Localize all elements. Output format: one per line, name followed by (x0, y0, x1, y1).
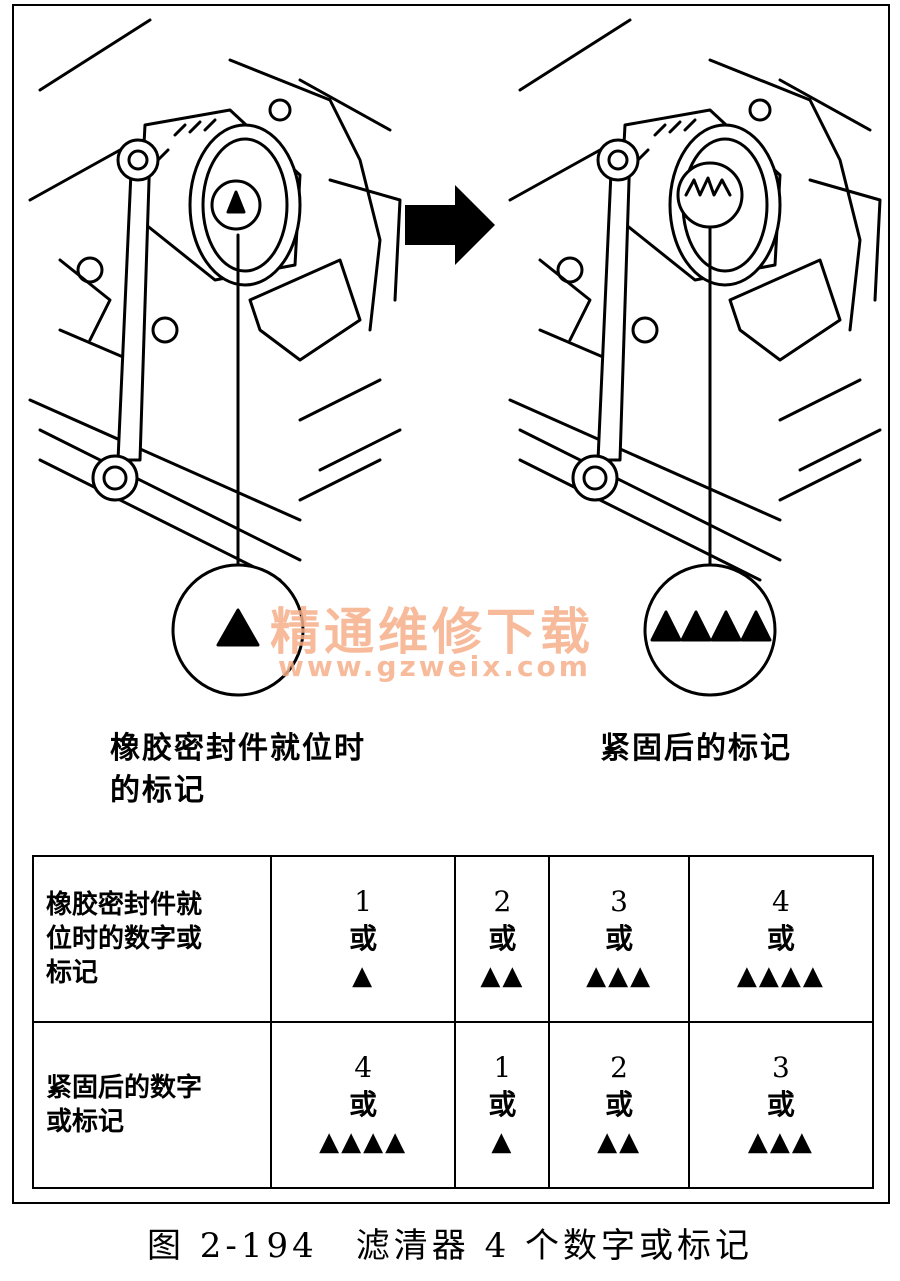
row-header-line: 紧固后的数字 (46, 1073, 203, 1103)
cell-or: 或 (488, 1088, 517, 1121)
left-engine-illustration (28, 18, 402, 697)
caption-seal-seated: 橡胶密封件就位时 的标记 (110, 728, 440, 812)
cell-number: 2 (610, 1051, 628, 1084)
row-header-line: 橡胶密封件就 (46, 890, 203, 920)
triangle-mark-icon: ▲▲ (480, 961, 525, 991)
cell-number: 2 (493, 885, 512, 918)
table-row: 紧固后的数字 或标记 4 或 ▲▲▲▲ 1 或 ▲ 2 或 ▲▲ 3 或 ▲▲▲ (32, 1021, 875, 1189)
table-cell: 2 或 ▲▲ (454, 855, 551, 1023)
row-header-line: 标记 (46, 958, 99, 988)
table-cell: 1 或 ▲ (269, 855, 457, 1023)
cell-or: 或 (766, 1088, 795, 1121)
table-cell: 1 或 ▲ (454, 1021, 551, 1189)
table-cell: 4 或 ▲▲▲▲ (687, 855, 875, 1023)
figure-caption: 图 2-194 滤清器 4 个数字或标记 (146, 1226, 754, 1266)
cell-number: 1 (493, 1051, 512, 1084)
row-header: 橡胶密封件就 位时的数字或 标记 (32, 855, 272, 1023)
right-engine-illustration (508, 18, 882, 697)
table-cell: 4 或 ▲▲▲▲ (269, 1021, 457, 1189)
cell-number: 4 (354, 1051, 373, 1084)
cell-or: 或 (605, 922, 634, 955)
figure-frame (12, 4, 890, 1204)
triangle-mark-icon (226, 190, 246, 214)
caption-left-line2: 的标记 (110, 773, 206, 808)
cell-or: 或 (349, 1088, 378, 1121)
triangle-mark-icon: ▲▲▲▲ (736, 961, 825, 991)
right-arrow-icon (405, 185, 495, 265)
caption-after-tightening: 紧固后的标记 (600, 731, 792, 766)
table-cell: 3 或 ▲▲▲ (548, 855, 690, 1023)
triangle-mark-icon: ▲ (352, 961, 375, 991)
cell-or: 或 (605, 1088, 634, 1121)
cell-or: 或 (349, 922, 378, 955)
wrench-icon (116, 148, 152, 462)
row-header-line: 位时的数字或 (46, 924, 203, 954)
table-row: 橡胶密封件就 位时的数字或 标记 1 或 ▲ 2 或 ▲▲ 3 或 ▲▲▲ 4 … (32, 855, 875, 1023)
table-cell: 2 或 ▲▲ (548, 1021, 690, 1189)
cell-number: 3 (610, 885, 628, 918)
row-header: 紧固后的数字 或标记 (32, 1021, 272, 1189)
watermark-url: www.gzweix.com (278, 650, 591, 683)
row-header-line: 或标记 (46, 1107, 125, 1137)
triangle-mark-icon: ▲ (491, 1127, 514, 1157)
watermark-text: 精通维修下载 (270, 603, 594, 661)
filter-illustrations (28, 18, 882, 697)
triangle-mark-icon: ▲▲▲ (747, 1127, 814, 1157)
triangle-mark-icon: ▲▲▲▲ (319, 1127, 408, 1157)
cell-number: 3 (771, 1051, 790, 1084)
cell-number: 1 (354, 885, 373, 918)
table-cell: 3 或 ▲▲▲ (687, 1021, 875, 1189)
cell-or: 或 (766, 922, 795, 955)
triangle-mark-icon: ▲▲▲ (586, 961, 653, 991)
caption-left-line1: 橡胶密封件就位时 (110, 731, 366, 766)
cell-or: 或 (488, 922, 517, 955)
cell-number: 4 (771, 885, 790, 918)
marks-table: 橡胶密封件就 位时的数字或 标记 1 或 ▲ 2 或 ▲▲ 3 或 ▲▲▲ 4 … (32, 855, 875, 1189)
triangle-mark-icon: ▲▲ (597, 1127, 642, 1157)
